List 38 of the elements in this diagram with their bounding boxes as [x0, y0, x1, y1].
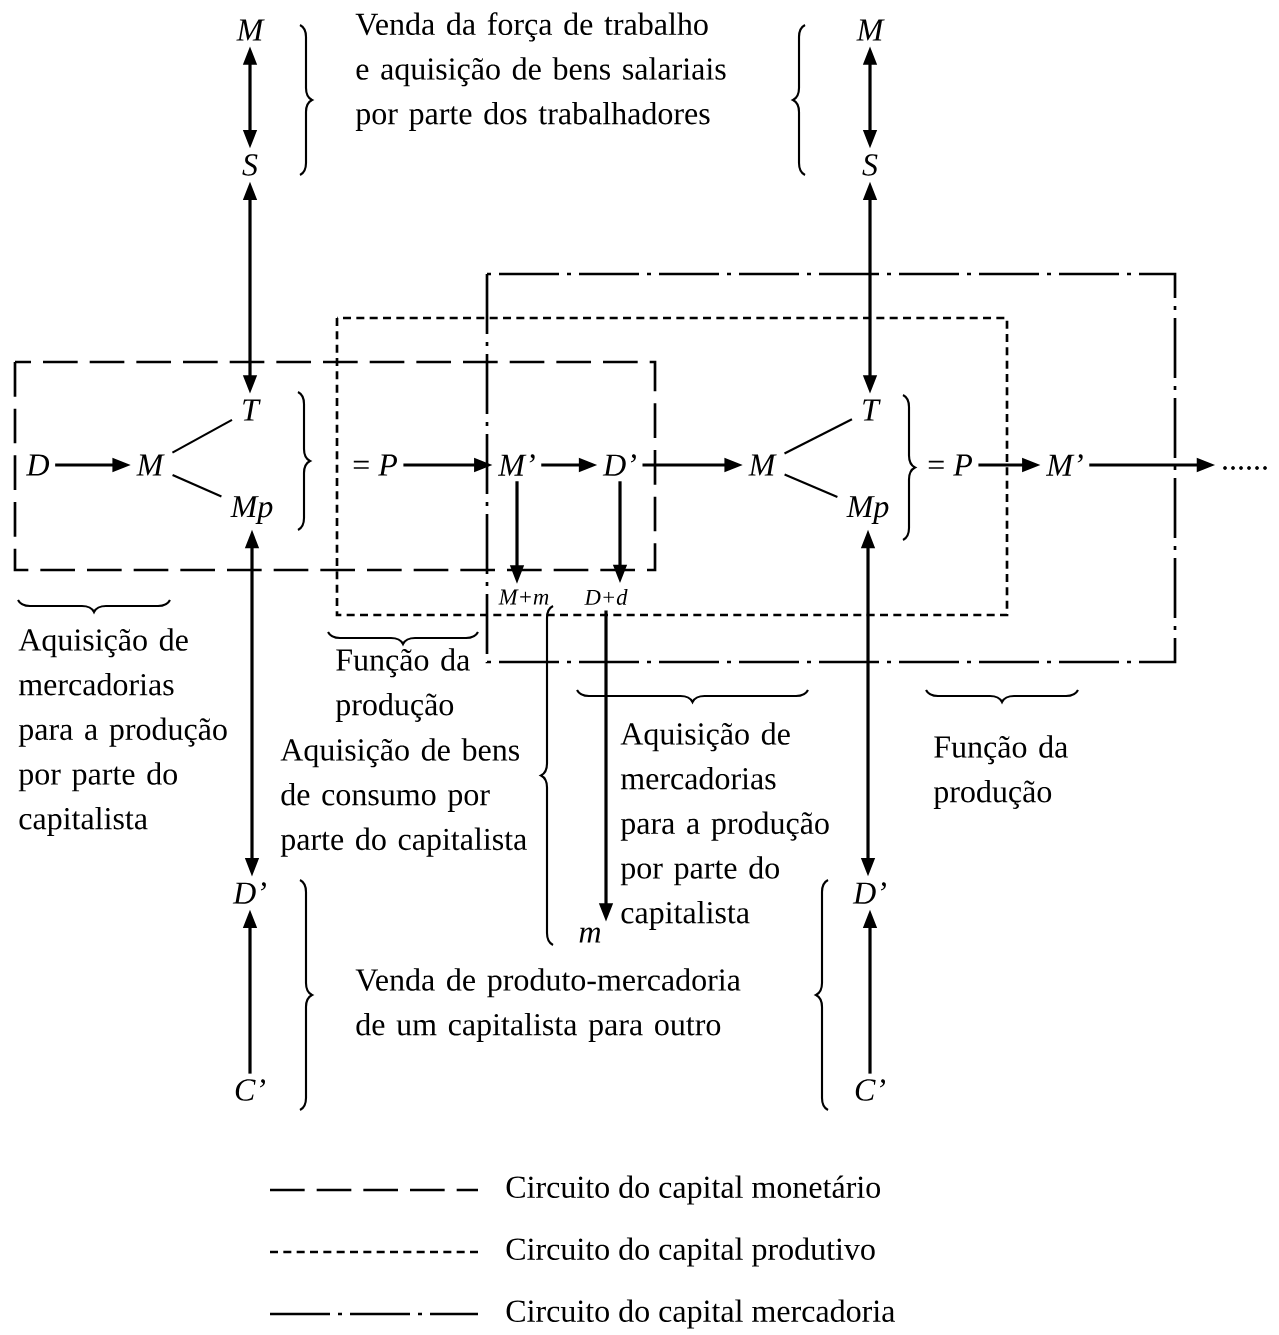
- letter-symbol: C’: [855, 1079, 886, 1101]
- letter-symbol: = P: [353, 454, 397, 476]
- letter-symbol: T: [863, 399, 881, 421]
- legend-text: Circuito do capital monetário: [506, 1175, 880, 1205]
- letter-symbol: M: [748, 454, 777, 476]
- letter-symbol: m: [579, 927, 601, 943]
- annotation-text: Venda da força de trabalho e aquisição de bens salariais por parte dos trabalhadores: [355, 12, 726, 131]
- letter-symbol: M+m: [498, 589, 549, 605]
- annotation-text: Aquisição de bens de consumo por parte do capitalista: [280, 738, 527, 857]
- letter-symbol: D’: [852, 882, 886, 904]
- letter-symbol: M: [136, 454, 165, 476]
- legend-text: Circuito do capital mercadoria: [506, 1299, 895, 1329]
- letter-symbol: M’: [497, 454, 535, 476]
- ellipsis: ......: [1223, 466, 1267, 470]
- letter-symbol: D+d: [584, 589, 628, 605]
- letter-symbol: M’: [1046, 454, 1083, 476]
- letter-symbol: M: [236, 19, 265, 41]
- annotation-text: Função da produção: [933, 735, 1068, 809]
- letter-symbol: Mp: [230, 496, 273, 524]
- annotation-text: Aquisição de mercadorias para a produção por parte do capitalista: [620, 722, 829, 930]
- letter-symbol: D’: [232, 882, 266, 904]
- letter-symbol: T: [243, 399, 261, 421]
- letter-symbol: M: [856, 19, 885, 41]
- connector-line: [784, 473, 838, 498]
- letter-symbol: D’: [602, 454, 636, 476]
- annotation-text: Venda de produto-mercadoria de um capitalista para outro: [355, 968, 741, 1042]
- letter-symbol: S: [242, 154, 258, 176]
- letter-symbol: S: [862, 154, 878, 176]
- legend-text: Circuito do capital produtivo: [506, 1237, 875, 1267]
- annotation-text: Função da produção: [335, 648, 470, 722]
- letter-symbol: D: [26, 454, 50, 476]
- letter-symbol: = P: [928, 454, 972, 476]
- letter-symbol: Mp: [846, 496, 889, 524]
- connector-line: [784, 418, 853, 455]
- letter-symbol: C’: [235, 1079, 266, 1101]
- connector-line: [172, 474, 222, 498]
- connector-line: [171, 418, 233, 454]
- annotation-text: Aquisição de mercadorias para a produção por parte do capitalista: [18, 628, 227, 836]
